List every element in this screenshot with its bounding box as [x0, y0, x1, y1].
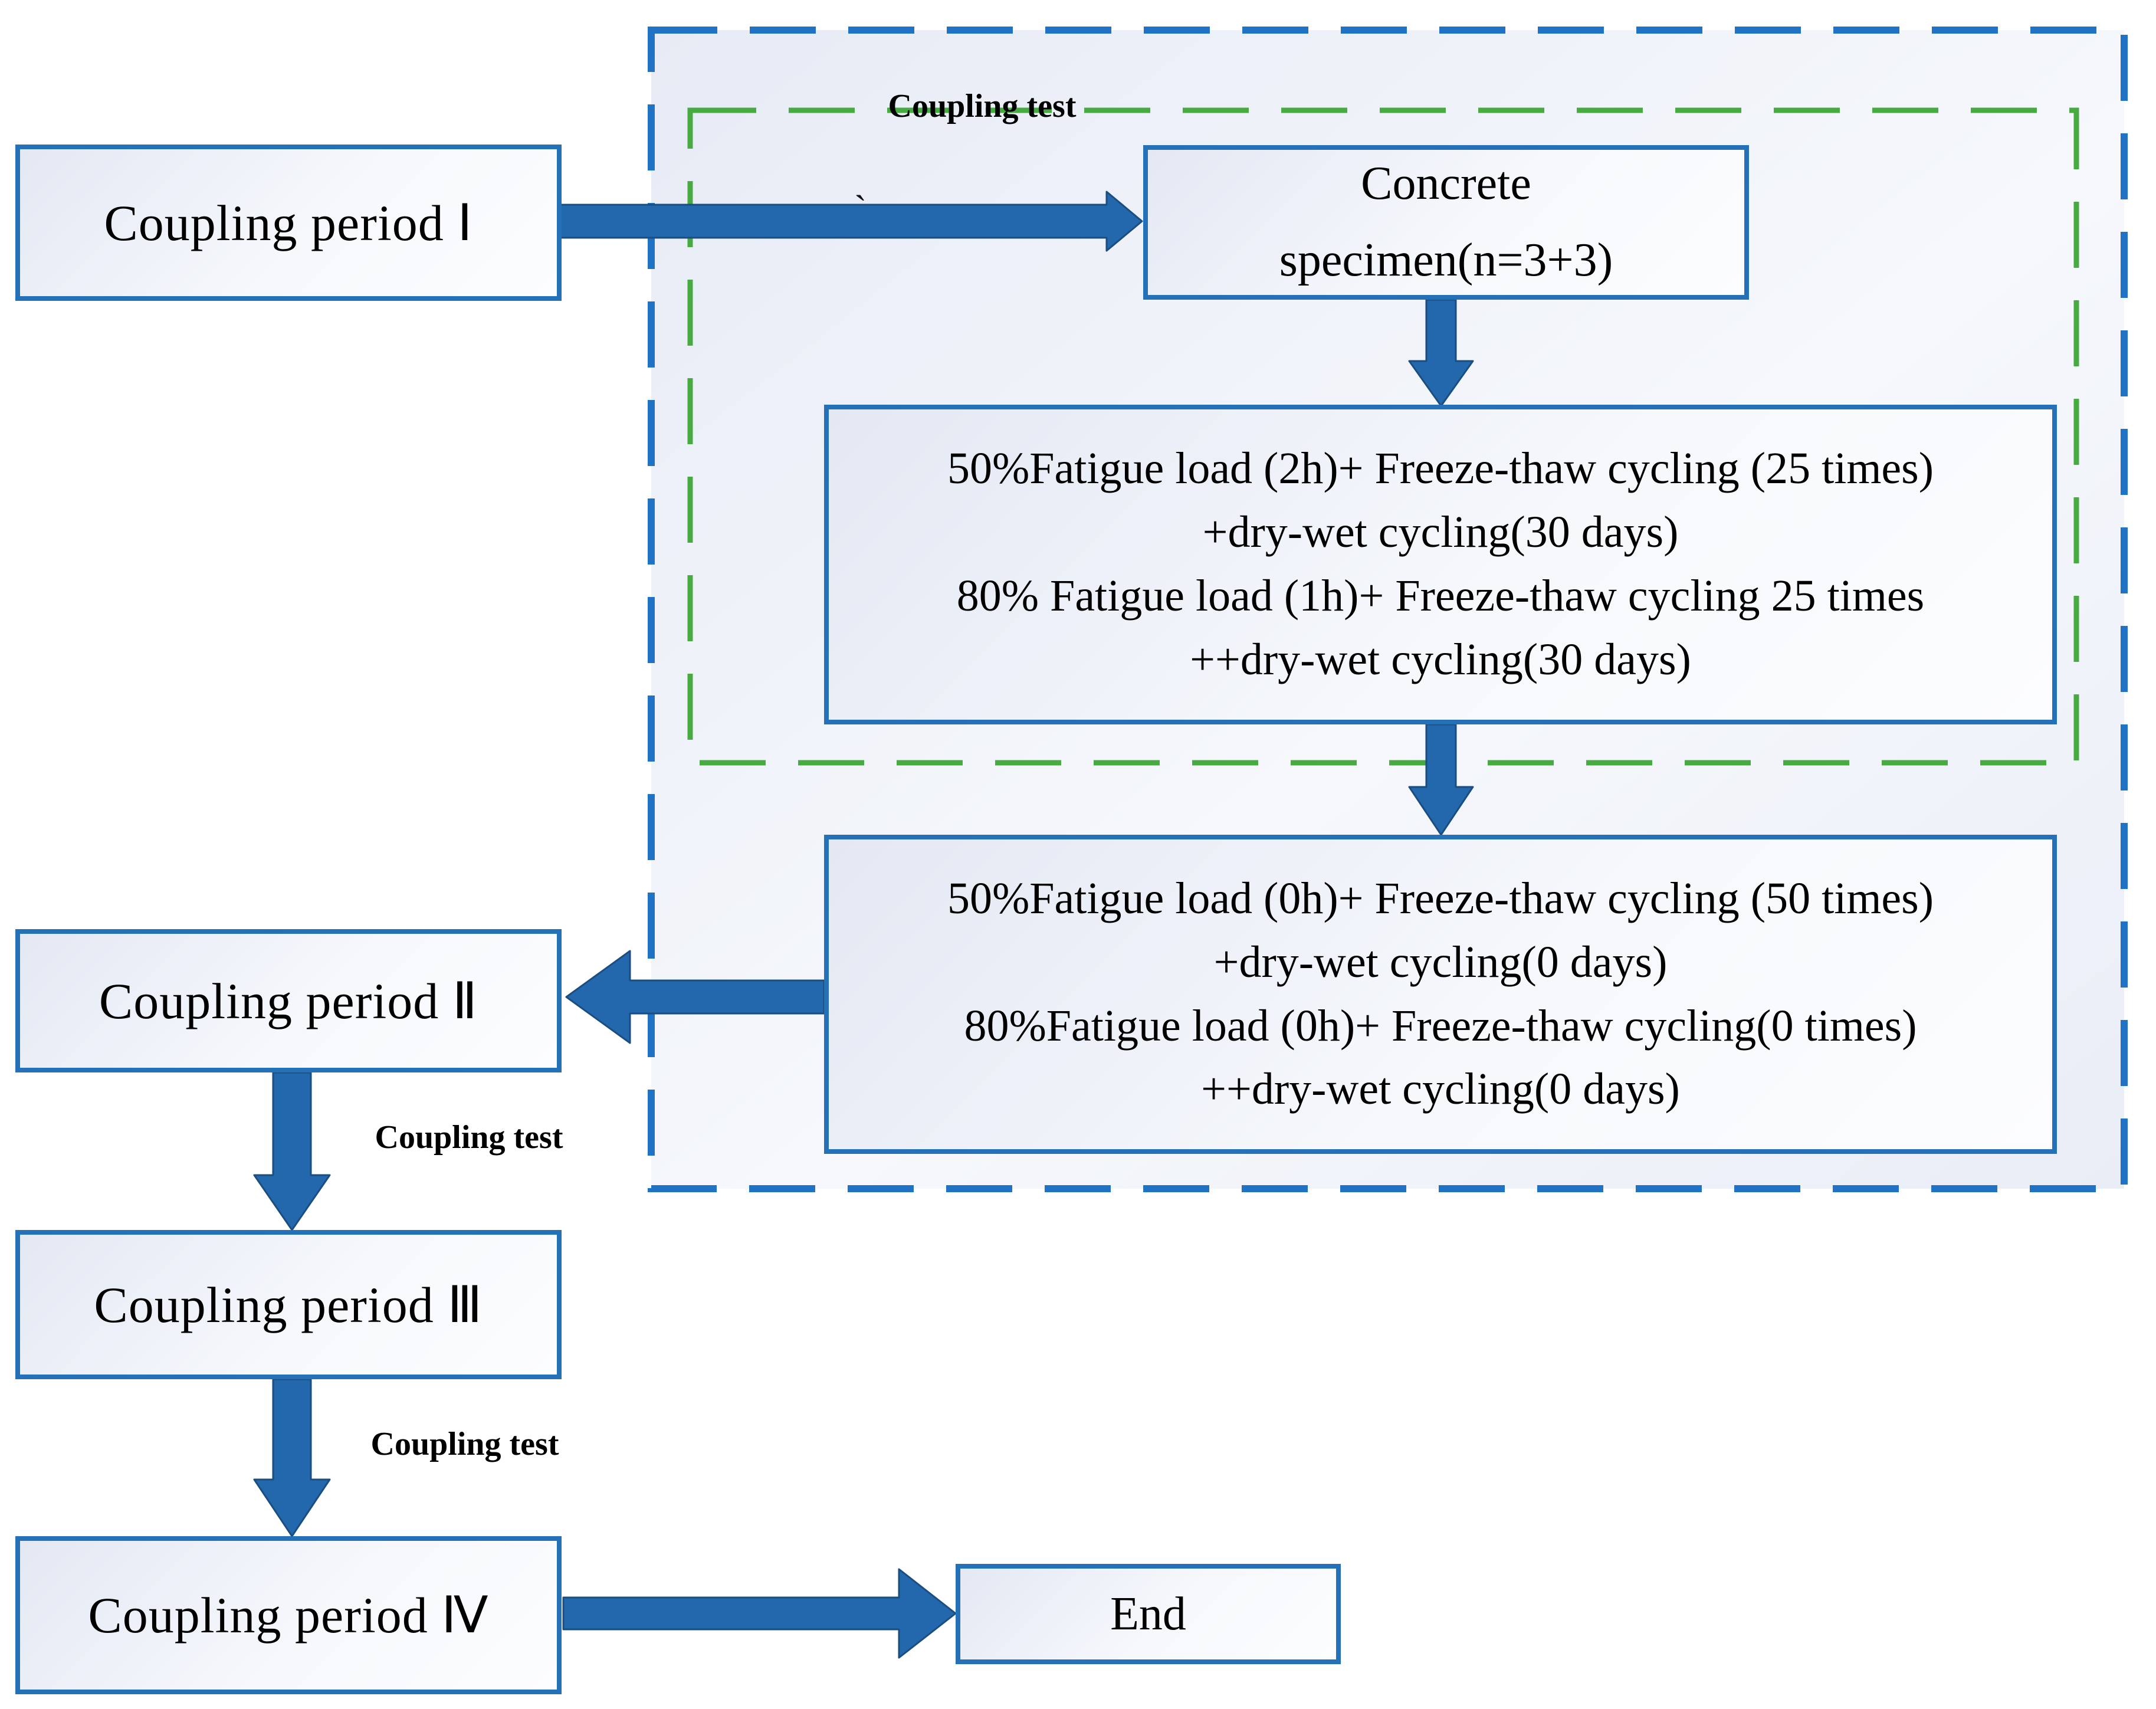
node-coupling-period-4: Coupling period Ⅳ — [15, 1536, 562, 1694]
concrete-line-1: Concrete — [1361, 158, 1531, 210]
arrow-period2-to-period3 — [253, 1071, 331, 1231]
stray-tick-mark: ` — [854, 188, 867, 229]
stage1-line-4: ++dry-wet cycling(30 days) — [1190, 634, 1691, 684]
coupling-test-dashed-region — [687, 107, 2079, 766]
stage2-line-2: +dry-wet cycling(0 days) — [1213, 937, 1668, 987]
coupling-test-label-2-3: Coupling test — [375, 1119, 563, 1156]
node-coupling-period-1-label: Coupling period Ⅰ — [104, 194, 473, 251]
arrow-period4-to-end — [562, 1568, 957, 1659]
arrow-stage1-to-stage2 — [1408, 723, 1474, 836]
arrow-period3-to-period4 — [253, 1378, 331, 1537]
concrete-line-2: specimen(n=3+3) — [1279, 234, 1613, 286]
node-conditioning-stage-2: 50%Fatigue load (0h)+ Freeze-thaw cyclin… — [824, 835, 2057, 1154]
stage2-line-1: 50%Fatigue load (0h)+ Freeze-thaw cyclin… — [947, 873, 1934, 923]
arrow-period1-to-concrete — [559, 191, 1143, 252]
node-coupling-period-3: Coupling period Ⅲ — [15, 1230, 562, 1379]
stage2-line-4: ++dry-wet cycling(0 days) — [1201, 1064, 1680, 1114]
node-coupling-period-2-label: Coupling period Ⅱ — [99, 972, 478, 1029]
arrow-concrete-to-stage1 — [1408, 298, 1474, 407]
node-conditioning-stage-1: 50%Fatigue load (2h)+ Freeze-thaw cyclin… — [824, 405, 2057, 724]
node-coupling-period-1: Coupling period Ⅰ — [15, 145, 562, 301]
stage1-text: 50%Fatigue load (2h)+ Freeze-thaw cyclin… — [947, 437, 1934, 692]
node-coupling-period-4-label: Coupling period Ⅳ — [88, 1587, 489, 1644]
arrow-stage2-to-period2 — [565, 950, 825, 1044]
stage2-line-3: 80%Fatigue load (0h)+ Freeze-thaw cyclin… — [964, 1001, 1917, 1051]
coupling-test-label-3-4: Coupling test — [370, 1426, 559, 1462]
coupling-test-region-label: Coupling test — [888, 88, 1077, 124]
stage1-line-1: 50%Fatigue load (2h)+ Freeze-thaw cyclin… — [947, 444, 1934, 494]
node-coupling-period-2: Coupling period Ⅱ — [15, 929, 562, 1072]
node-end-label: End — [1110, 1587, 1186, 1640]
node-end: End — [956, 1564, 1341, 1664]
stage1-line-3: 80% Fatigue load (1h)+ Freeze-thaw cycli… — [956, 571, 1925, 621]
node-concrete-specimen-label: Concrete specimen(n=3+3) — [1279, 146, 1613, 298]
stage2-text: 50%Fatigue load (0h)+ Freeze-thaw cyclin… — [947, 867, 1934, 1122]
stage1-line-2: +dry-wet cycling(30 days) — [1202, 507, 1679, 557]
node-coupling-period-3-label: Coupling period Ⅲ — [94, 1276, 483, 1333]
node-concrete-specimen: Concrete specimen(n=3+3) — [1143, 145, 1749, 300]
